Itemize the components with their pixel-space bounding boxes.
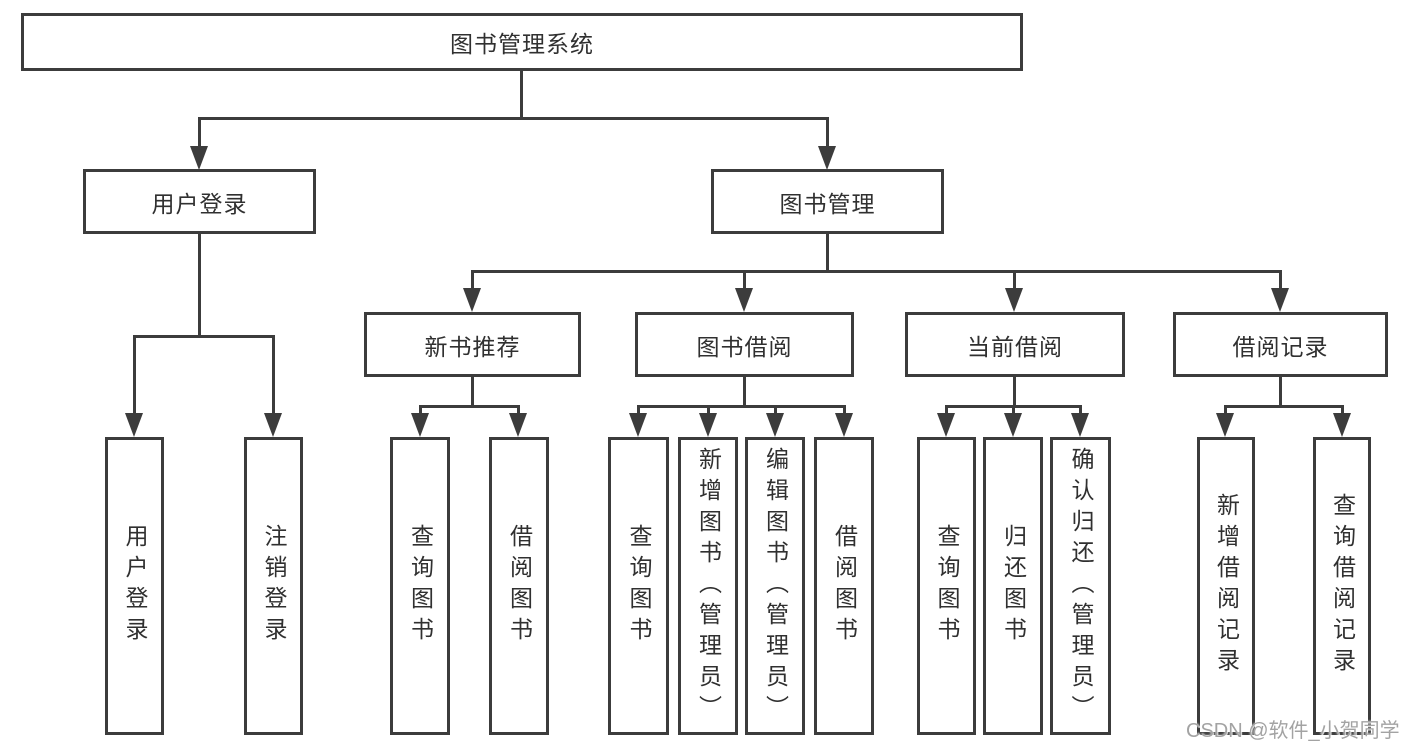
- node-label: 查询图书: [626, 524, 652, 648]
- edge-vline: [1079, 405, 1082, 417]
- node-rec-borrow-books: 借阅图书: [489, 437, 549, 735]
- arrowhead: [1333, 413, 1351, 437]
- edge-vline: [198, 117, 201, 149]
- node-cb-confirm-return-admin: 确认归还（管理员）: [1050, 437, 1111, 735]
- edge-hline: [133, 335, 275, 338]
- edge-vline: [637, 405, 640, 417]
- edge-vline: [743, 270, 746, 290]
- edge-vline: [1013, 374, 1016, 408]
- node-label: 用户登录: [122, 524, 148, 648]
- edge-hline: [198, 117, 829, 120]
- node-br-query-record: 查询借阅记录: [1313, 437, 1371, 735]
- edge-vline: [133, 335, 136, 415]
- arrowhead: [1004, 413, 1022, 437]
- node-label: 当前借阅: [967, 333, 1063, 360]
- edge-vline: [1279, 376, 1282, 408]
- node-bb-edit-books-admin: 编辑图书（管理员）: [745, 437, 805, 735]
- node-label: 图书管理: [779, 190, 876, 217]
- edge-vline: [471, 374, 474, 408]
- edge-vline: [843, 405, 846, 417]
- node-label: 借阅记录: [1232, 333, 1329, 360]
- edge-vline: [826, 231, 829, 273]
- node-label: 查询借阅记录: [1329, 493, 1356, 679]
- node-bb-query-books: 查询图书: [608, 437, 669, 735]
- node-label: 查询图书: [407, 524, 434, 648]
- node-system: 图书管理系统: [21, 13, 1023, 71]
- node-label: 归还图书: [1000, 524, 1027, 648]
- node-label: 图书借阅: [696, 333, 793, 360]
- node-br-add-record: 新增借阅记录: [1197, 437, 1255, 735]
- node-label: 新书推荐: [424, 333, 521, 360]
- node-label: 新增借阅记录: [1213, 493, 1240, 679]
- edge-vline: [1224, 405, 1227, 417]
- node-book-borrowing: 图书借阅: [635, 312, 854, 377]
- node-label: 用户登录: [151, 190, 248, 217]
- node-label: 编辑图书（管理员）: [762, 446, 789, 726]
- arrowhead: [835, 413, 853, 437]
- arrowhead: [818, 146, 836, 170]
- node-login-leaf: 用户登录: [105, 437, 164, 735]
- node-new-book-recommend: 新书推荐: [364, 312, 581, 377]
- arrowhead: [1071, 413, 1089, 437]
- edge-vline: [520, 68, 523, 120]
- node-label: 注销登录: [261, 524, 287, 648]
- node-borrow-records: 借阅记录: [1173, 312, 1388, 377]
- arrowhead: [1271, 288, 1289, 312]
- node-cb-query-books: 查询图书: [917, 437, 976, 735]
- edge-vline: [198, 231, 201, 338]
- arrowhead: [629, 413, 647, 437]
- edge-vline: [419, 405, 422, 417]
- arrowhead: [125, 413, 143, 437]
- edge-vline: [1341, 405, 1344, 417]
- node-system-label: 图书管理系统: [450, 31, 594, 57]
- edge-vline: [707, 405, 710, 417]
- arrowhead: [766, 413, 784, 437]
- node-book-management: 图书管理: [711, 169, 944, 234]
- node-current-borrowing: 当前借阅: [905, 312, 1125, 377]
- node-label: 查询图书: [934, 524, 960, 648]
- arrowhead: [190, 146, 208, 170]
- node-bb-add-books-admin: 新增图书（管理员）: [678, 437, 738, 735]
- edge-vline: [774, 405, 777, 417]
- node-label: 确认归还（管理员）: [1068, 446, 1094, 726]
- edge-vline: [471, 270, 474, 290]
- arrowhead: [463, 288, 481, 312]
- edge-hline: [471, 270, 1282, 273]
- node-label: 借阅图书: [506, 524, 533, 648]
- edge-vline: [1013, 270, 1016, 290]
- node-cb-return-books: 归还图书: [983, 437, 1043, 735]
- edge-vline: [1279, 270, 1282, 290]
- node-user-login: 用户登录: [83, 169, 316, 234]
- arrowhead: [509, 413, 527, 437]
- edge-hline: [1224, 405, 1343, 408]
- node-label: 借阅图书: [831, 524, 858, 648]
- arrowhead: [264, 413, 282, 437]
- edge-vline: [517, 405, 520, 417]
- arrowhead: [699, 413, 717, 437]
- arrowhead: [1005, 288, 1023, 312]
- edge-hline: [637, 405, 845, 408]
- watermark: CSDN @软件_小贺同学: [1186, 720, 1400, 742]
- edge-vline: [1012, 405, 1015, 417]
- node-label: 新增图书（管理员）: [695, 446, 722, 726]
- edge-vline: [272, 335, 275, 415]
- node-rec-query-books: 查询图书: [390, 437, 450, 735]
- edge-vline: [743, 374, 746, 408]
- arrowhead: [735, 288, 753, 312]
- edge-hline: [419, 405, 520, 408]
- arrowhead: [1216, 413, 1234, 437]
- edge-vline: [945, 405, 948, 417]
- edge-vline: [826, 117, 829, 149]
- arrowhead: [937, 413, 955, 437]
- node-bb-borrow-books: 借阅图书: [814, 437, 874, 735]
- arrowhead: [411, 413, 429, 437]
- node-logout-leaf: 注销登录: [244, 437, 303, 735]
